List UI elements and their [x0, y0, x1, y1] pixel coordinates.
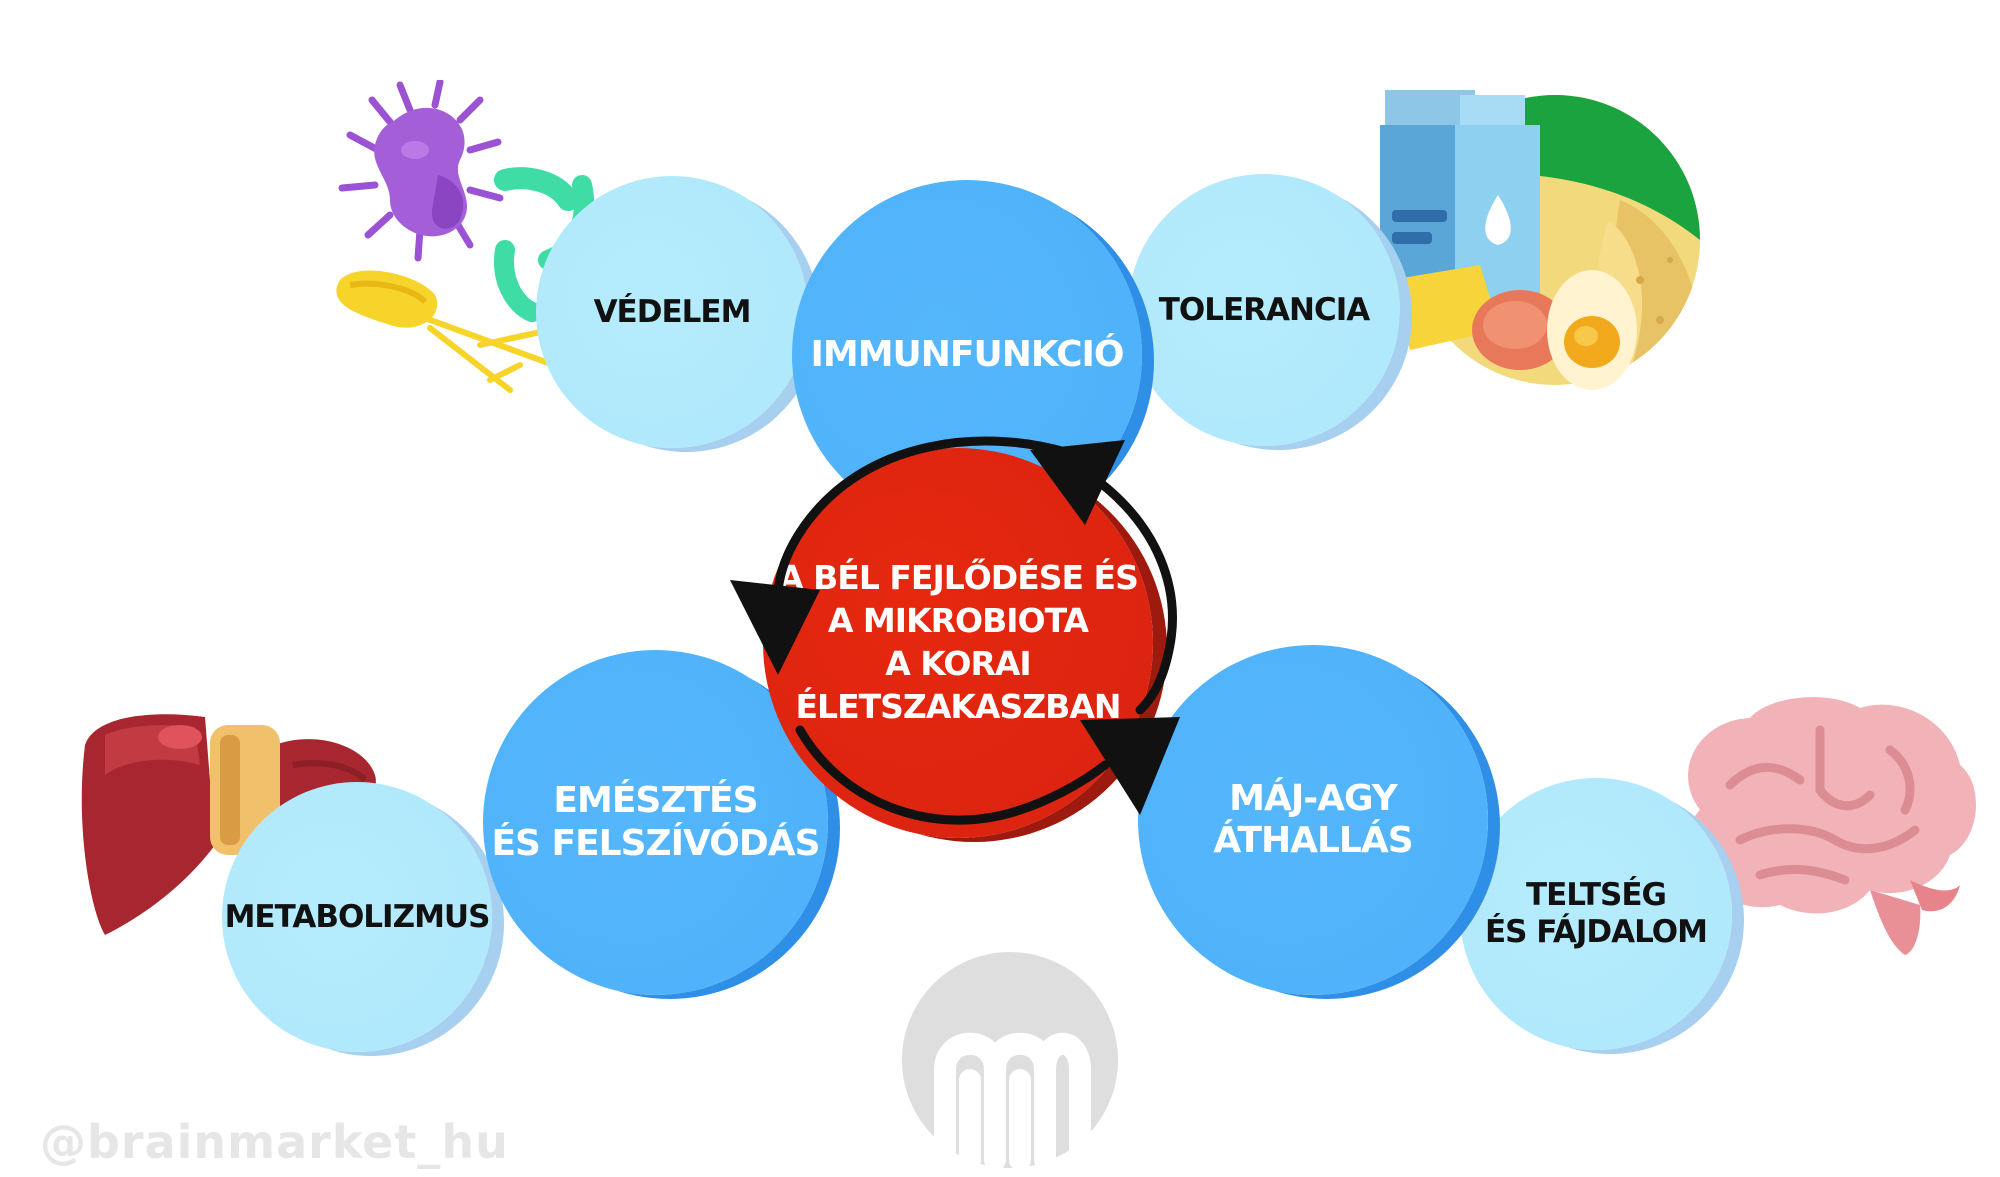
- node-tolerancia: TOLERANCIA: [1128, 174, 1400, 446]
- arrow-bottom: [795, 725, 1110, 825]
- arrowhead-bottom: [1080, 717, 1180, 815]
- brand-logo: [902, 952, 1118, 1170]
- node-label: TELTSÉG ÉS FÁJDALOM: [1484, 877, 1708, 950]
- node-label: METABOLIZMUS: [224, 898, 491, 935]
- dairy-food-icon: [1380, 90, 1700, 390]
- brain-icon: [1688, 697, 1977, 955]
- center-title: A BÉL FEJLŐDÉSE ÉS A MIKROBIOTA A KORAI …: [778, 558, 1139, 726]
- node-teltseg: TELTSÉG ÉS FÁJDALOM: [1460, 778, 1732, 1050]
- watermark-handle: @brainmarket_hu: [40, 1115, 509, 1169]
- node-vedelem: VÉDELEM: [536, 176, 808, 448]
- node-label: MÁJ-AGY ÁTHALLÁS: [1213, 777, 1413, 861]
- arrow-top: [772, 436, 1070, 625]
- node-metabolizmus: METABOLIZMUS: [222, 782, 492, 1052]
- node-maj-agy: MÁJ-AGY ÁTHALLÁS: [1138, 645, 1488, 995]
- node-label: EMÉSZTÉS ÉS FELSZÍVÓDÁS: [491, 780, 820, 864]
- arrowhead-right: [1030, 440, 1125, 525]
- arrow-right: [1085, 470, 1177, 715]
- node-emesztes: EMÉSZTÉS ÉS FELSZÍVÓDÁS: [483, 650, 828, 995]
- node-label: VÉDELEM: [593, 293, 752, 330]
- node-label: IMMUNFUNKCIÓ: [810, 333, 1124, 375]
- arrowhead-top: [730, 580, 820, 675]
- cycle-arrows: [730, 436, 1180, 825]
- node-label: TOLERANCIA: [1158, 291, 1371, 328]
